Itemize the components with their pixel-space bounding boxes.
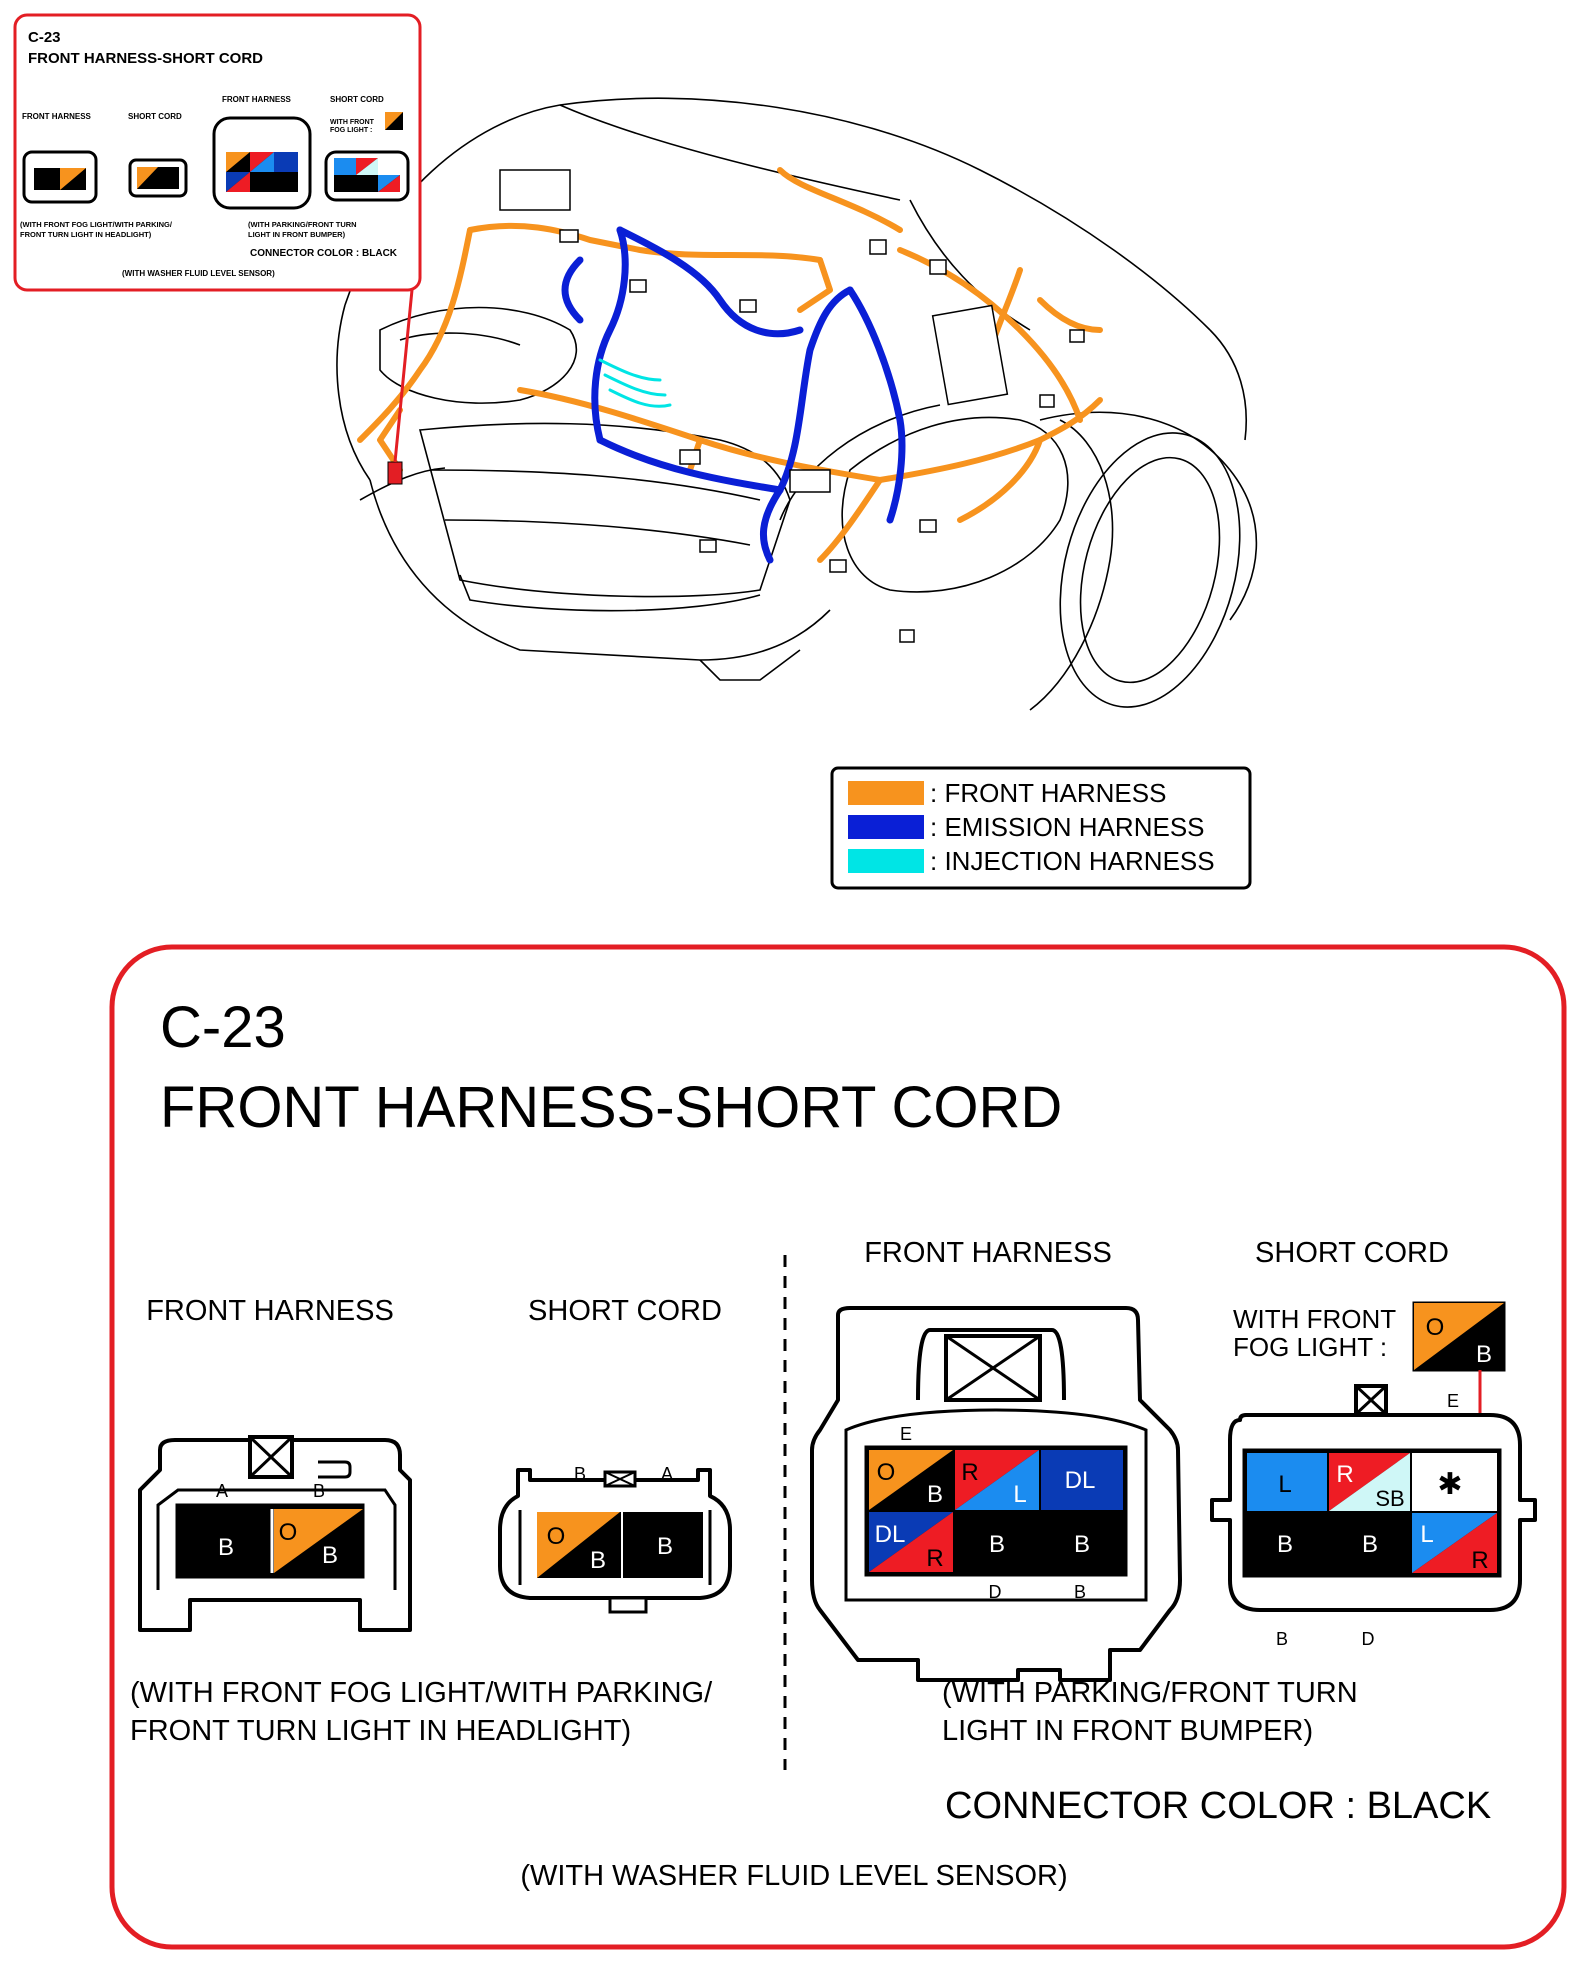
left-sc-cell-1-label: O (547, 1523, 566, 1550)
right-sc-cell-2-bottom (1329, 1453, 1410, 1511)
inset-right-sc-label: SHORT CORD (330, 95, 384, 104)
inset-title: FRONT HARNESS-SHORT CORD (28, 50, 263, 67)
legend-label-injection: : INJECTION HARNESS (930, 846, 1215, 876)
right-fh-cell-2-label: R (961, 1459, 978, 1486)
washer-fluid-footer: (WITH WASHER FLUID LEVEL SENSOR) (520, 1860, 1067, 1892)
right-sc-cell-4-label: B (1277, 1531, 1293, 1558)
inset-right-caption-1: (WITH PARKING/FRONT TURN (248, 220, 357, 229)
left-caption-2: FRONT TURN LIGHT IN HEADLIGHT) (130, 1715, 631, 1747)
car-illustration (336, 97, 1258, 711)
left-fh-pin-b: B (313, 1481, 325, 1501)
right-sc-pin-d: D (1362, 1629, 1375, 1649)
connector-c23-marker (387, 289, 414, 485)
left-sc-pin-b: B (574, 1464, 586, 1484)
right-fh-pin-e: E (900, 1424, 912, 1444)
left-connector-group: FRONT HARNESS SHORT CORD A B B O B (130, 1295, 732, 1747)
left-front-harness-connector: A B B O B (138, 1435, 412, 1632)
injection-harness-wiring (598, 358, 672, 408)
left-short-cord-label: SHORT CORD (528, 1295, 722, 1327)
left-fh-cell-2-label: O (279, 1519, 298, 1546)
inset-connector-id: C-23 (28, 29, 61, 46)
left-short-cord-connector: B A O B B (498, 1464, 732, 1614)
right-fh-cell-1-label: O (877, 1459, 896, 1486)
left-caption-1: (WITH FRONT FOG LIGHT/WITH PARKING/ (130, 1677, 713, 1709)
right-fh-cell-6-label: B (1074, 1531, 1090, 1558)
right-fh-pin-d: D (989, 1582, 1002, 1602)
left-front-harness-label: FRONT HARNESS (146, 1295, 394, 1327)
connector-color-note: CONNECTOR COLOR : BLACK (945, 1785, 1491, 1827)
right-fh-cell-2-sub: L (1013, 1481, 1026, 1508)
right-sc-cell-5-label: B (1362, 1531, 1378, 1558)
legend-swatch-injection (848, 849, 924, 873)
right-front-harness-label: FRONT HARNESS (864, 1237, 1112, 1269)
right-sc-cell-6-sub: R (1471, 1547, 1488, 1574)
left-fh-cell-1 (181, 1509, 270, 1573)
front-harness-wiring (357, 167, 1103, 563)
right-fh-pin-b: B (1074, 1582, 1086, 1602)
fog-swatch-top (1414, 1303, 1504, 1370)
connector-id: C-23 (160, 995, 286, 1060)
right-short-cord-connector: E L R SB ✱ B B L R B D (1210, 1384, 1537, 1649)
right-sc-cell-3 (1412, 1453, 1497, 1511)
right-connector-group: FRONT HARNESS SHORT CORD E O B R L (810, 1237, 1537, 1747)
legend-swatch-front (848, 781, 924, 805)
legend-label-emission: : EMISSION HARNESS (930, 812, 1205, 842)
right-fh-cell-4-sub: R (926, 1545, 943, 1572)
fog-swatch-sub: B (1476, 1341, 1492, 1368)
inset-connector-color: CONNECTOR COLOR : BLACK (250, 248, 398, 259)
harness-connectors (499, 169, 1085, 643)
left-fh-cell-2-sub: B (322, 1542, 338, 1569)
right-sc-cell-2-label: R (1336, 1461, 1353, 1488)
inset-footer: (WITH WASHER FLUID LEVEL SENSOR) (122, 269, 275, 278)
inset-thumbnail: C-23 FRONT HARNESS-SHORT CORD FRONT HARN… (13, 13, 422, 292)
inset-fog-note-1: WITH FRONT (330, 119, 375, 126)
left-fh-cell-1-label: B (218, 1534, 234, 1561)
right-front-harness-connector: E O B R L DL DL R B B D B (810, 1306, 1182, 1682)
fog-note-line1: WITH FRONT (1233, 1304, 1396, 1334)
right-sc-cell-6-label: L (1420, 1521, 1433, 1548)
right-sc-pin-b: B (1276, 1629, 1288, 1649)
right-fh-cell-2-bottom (955, 1450, 1039, 1510)
right-fh-cell-3-label: DL (1065, 1467, 1096, 1494)
right-sc-cell-2-sub: SB (1375, 1486, 1404, 1511)
right-sc-cell-1 (1247, 1453, 1327, 1511)
inset-left-caption-2: FRONT TURN LIGHT IN HEADLIGHT) (20, 230, 152, 239)
inset-left-fh-label: FRONT HARNESS (22, 112, 92, 121)
right-caption-2: LIGHT IN FRONT BUMPER) (942, 1715, 1313, 1747)
right-fh-cell-1-sub: B (927, 1481, 943, 1508)
left-sc-pin-a: A (661, 1464, 673, 1484)
right-fh-cell-1-top (869, 1450, 953, 1510)
fog-light-swatch: O B (1412, 1301, 1506, 1372)
connector-title: FRONT HARNESS-SHORT CORD (160, 1075, 1062, 1140)
right-sc-cell-1-label: L (1278, 1471, 1291, 1498)
emission-harness-wiring (561, 226, 906, 564)
right-sc-pin-e: E (1447, 1391, 1459, 1411)
right-caption-1: (WITH PARKING/FRONT TURN (942, 1677, 1358, 1709)
inset-right-fh-label: FRONT HARNESS (222, 95, 292, 104)
fog-swatch-label: O (1426, 1314, 1445, 1341)
legend-label-front: : FRONT HARNESS (930, 778, 1166, 808)
left-sc-cell-2-label: B (657, 1533, 673, 1560)
fog-note-line2: FOG LIGHT : (1233, 1332, 1387, 1362)
inset-left-sc-label: SHORT CORD (128, 112, 182, 121)
right-fh-cell-4-label: DL (875, 1521, 906, 1548)
legend-swatch-emission (848, 815, 924, 839)
right-fh-cell-3 (1041, 1450, 1123, 1510)
inset-right-caption-2: LIGHT IN FRONT BUMPER) (248, 230, 346, 239)
left-fh-pin-a: A (216, 1481, 228, 1501)
left-sc-cell-1-top (537, 1512, 620, 1578)
right-fh-cell-5-label: B (989, 1531, 1005, 1558)
right-sc-cell-3-label: ✱ (1437, 1468, 1462, 1501)
left-fh-cell-2-top (274, 1509, 363, 1573)
connector-detail-panel: C-23 FRONT HARNESS-SHORT CORD FRONT HARN… (109, 944, 1567, 1950)
inset-left-caption-1: (WITH FRONT FOG LIGHT/WITH PARKING/ (20, 220, 173, 229)
right-short-cord-label: SHORT CORD (1255, 1237, 1449, 1269)
left-sc-cell-1-sub: B (590, 1547, 606, 1574)
inset-fog-note-2: FOG LIGHT : (330, 127, 372, 134)
right-fh-cell-4-bottom (869, 1512, 953, 1572)
harness-legend: : FRONT HARNESS : EMISSION HARNESS : INJ… (830, 766, 1252, 890)
right-sc-cell-6-bottom (1412, 1513, 1497, 1573)
